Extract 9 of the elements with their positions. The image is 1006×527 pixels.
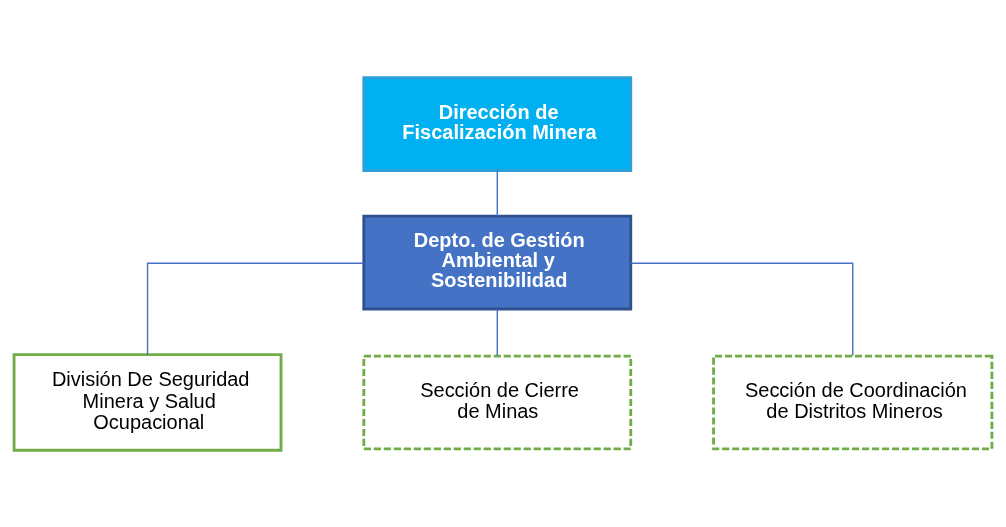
connector: [630, 262, 854, 356]
node-box: Dirección de Fiscalización Minera: [362, 75, 633, 172]
connector: [496, 307, 498, 356]
connector: [146, 262, 365, 355]
node-box: División De Seguridad Minera y Salud Ocupacional: [12, 352, 283, 452]
node-box: Depto. de Gestión Ambiental y Sostenibilidad: [362, 214, 633, 310]
node-box: Sección de Coordinación de Distritos Mineros: [712, 354, 994, 450]
node-box: Sección de Cierre de Minas: [362, 354, 633, 450]
connector: [496, 169, 498, 217]
